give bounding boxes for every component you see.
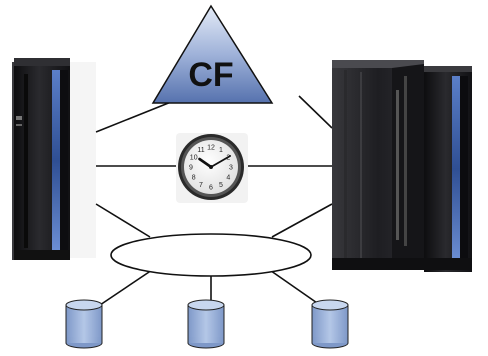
- clock-numeral: 3: [229, 165, 233, 172]
- network-ellipse: [110, 233, 312, 277]
- line-left-server-to-network: [95, 203, 151, 238]
- line-network-to-storage-1: [99, 265, 159, 306]
- clock-numeral: 11: [197, 147, 204, 154]
- line-right-server-to-network: [271, 203, 333, 238]
- right-server-rack: [332, 60, 472, 272]
- clock-numeral: 10: [190, 155, 198, 162]
- clock-numeral: 9: [189, 165, 193, 172]
- clock-minute-hand: [210, 155, 232, 168]
- line-network-to-storage-3: [263, 265, 321, 306]
- storage-cylinder-1: [65, 299, 103, 349]
- left-server-rack: [12, 58, 96, 260]
- clock-numeral: 8: [192, 175, 196, 182]
- clock-numeral: 6: [209, 185, 213, 192]
- clock-hour-hand: [198, 157, 213, 169]
- cf-triangle: CF: [151, 4, 274, 104]
- clock-numeral: 12: [207, 145, 215, 152]
- storage-cylinder-2: [187, 299, 225, 349]
- clock-numeral: 4: [226, 175, 230, 182]
- clock-icon: 123456789101112: [176, 133, 248, 203]
- clock-numeral: 5: [219, 182, 223, 189]
- clock-numeral: 7: [199, 182, 203, 189]
- storage-cylinder-3: [311, 299, 349, 349]
- clock-numeral: 1: [219, 147, 223, 154]
- line-right-server-to-cf: [298, 95, 333, 129]
- cf-label: CF: [188, 56, 233, 94]
